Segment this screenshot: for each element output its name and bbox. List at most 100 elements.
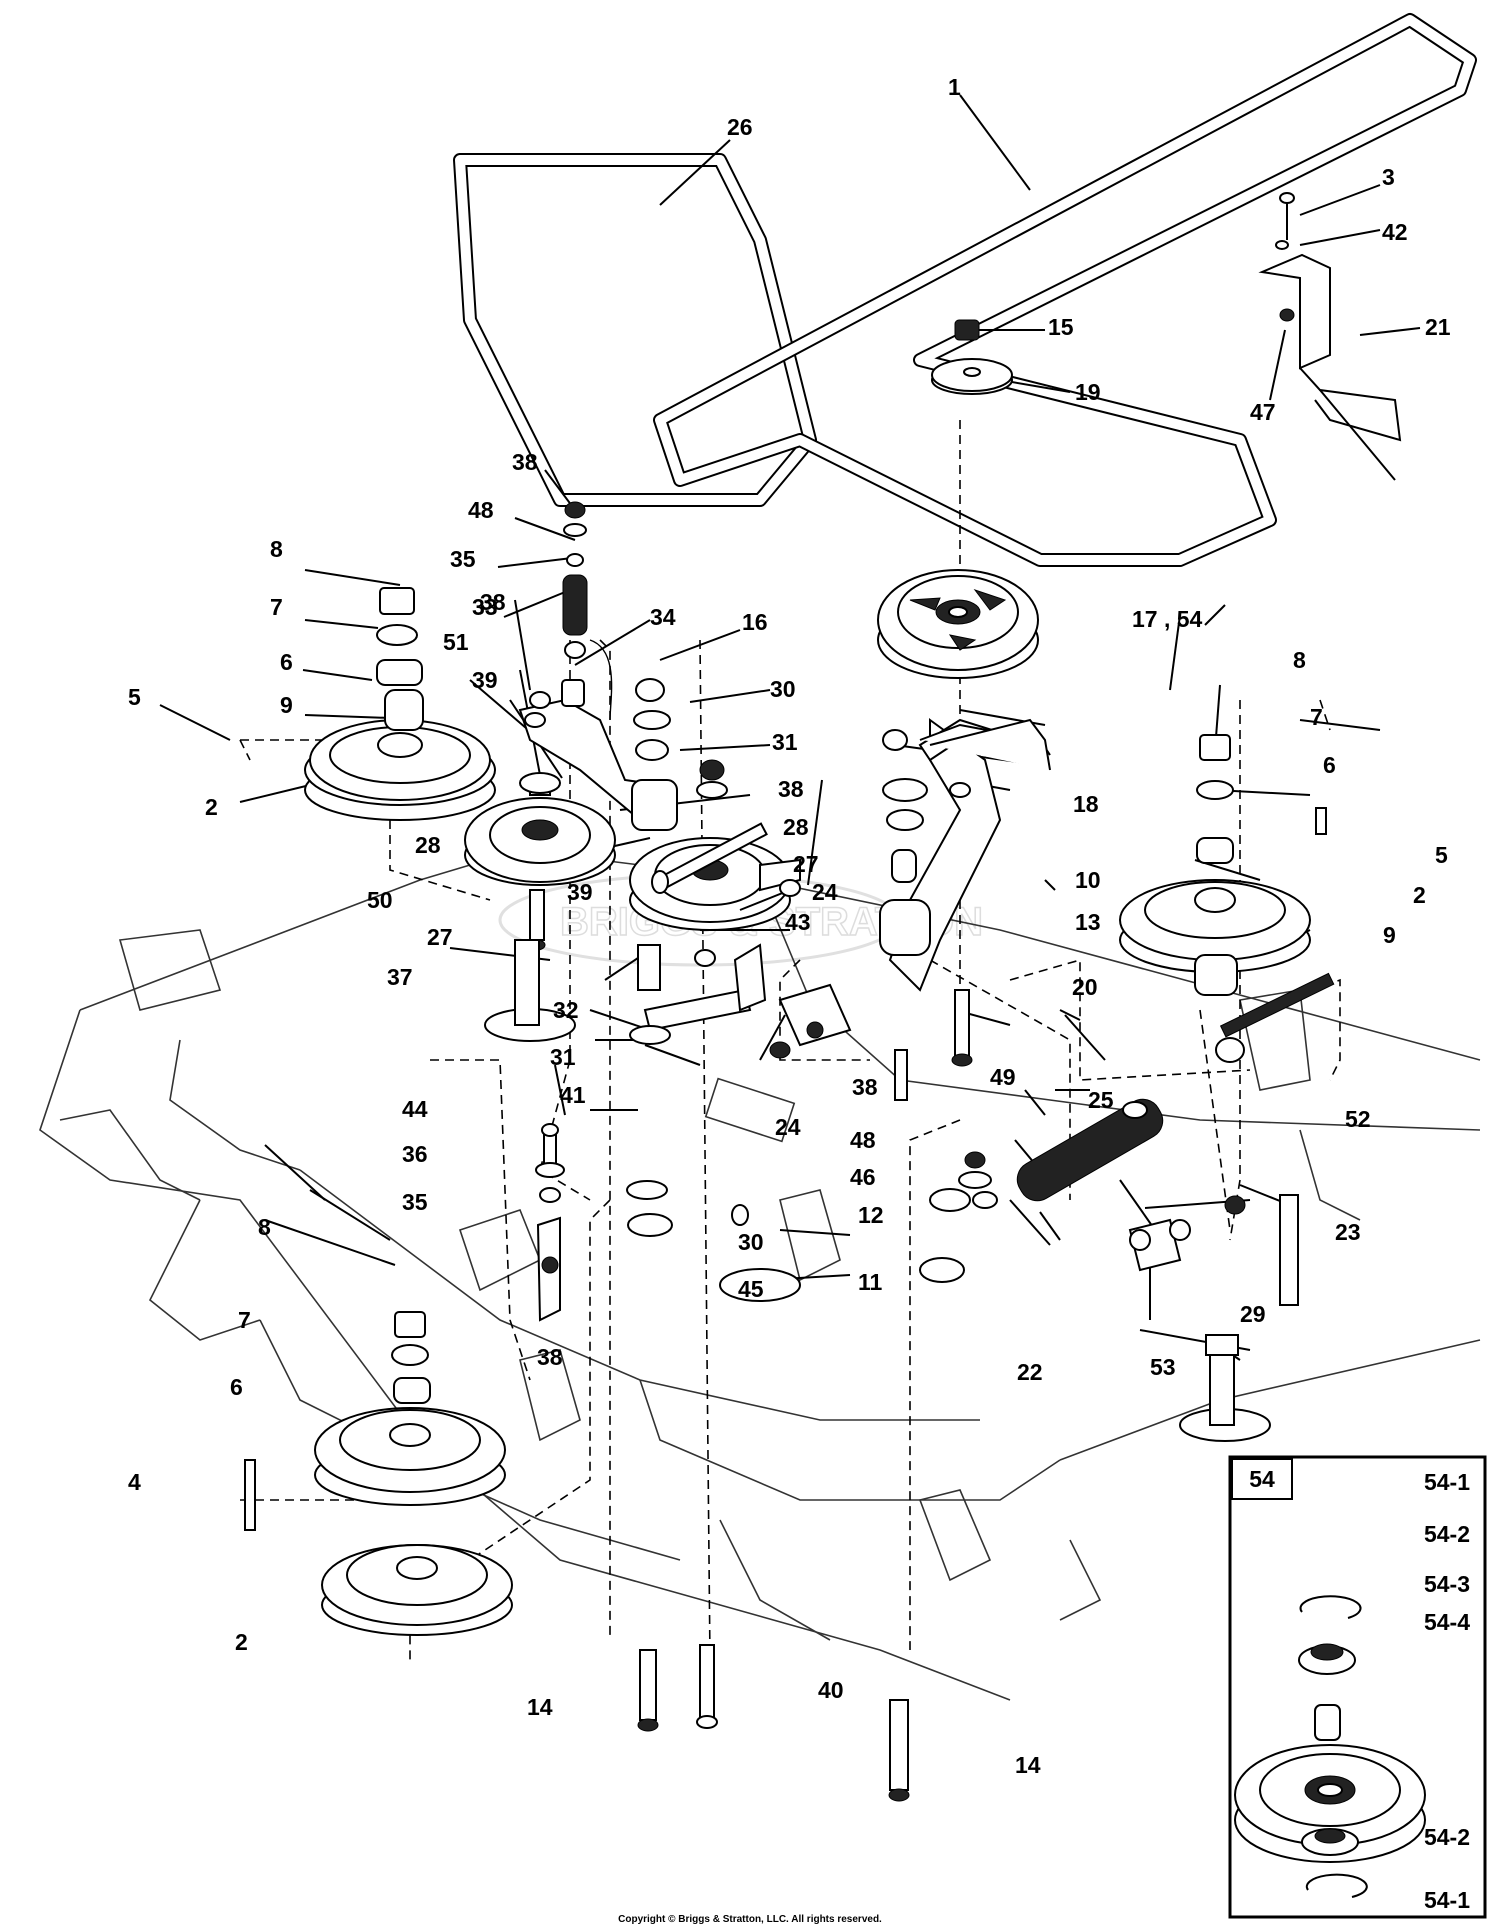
label-53: 53 [1150,1354,1176,1380]
label-16: 16 [742,609,768,635]
label-30-top: 30 [770,676,796,702]
label-34: 34 [650,604,676,630]
label-12: 12 [858,1202,884,1228]
label-35-top: 35 [450,546,476,572]
label-7-lower: 7 [238,1307,251,1333]
label-45: 45 [738,1276,764,1302]
label-18: 18 [1073,791,1099,817]
label-36: 36 [402,1141,428,1167]
label-24-top: 24 [812,879,838,905]
label-3: 3 [1382,164,1395,190]
label-40: 40 [818,1677,844,1703]
label-31-top: 31 [772,729,798,755]
inset-title: 54 [1249,1466,1275,1492]
idler-arm-right [629,678,801,931]
label-5-right: 5 [1435,842,1448,868]
hub-stack-left [376,587,424,731]
label-14-right: 14 [1015,1752,1041,1778]
label-38-right: 38 [778,776,804,802]
label-32: 32 [553,997,579,1023]
label-38-mid: 38 [480,589,506,615]
label-33: 33 [472,594,498,620]
label-38-lower: 38 [537,1344,563,1370]
label-11: 11 [858,1269,883,1295]
label-27-left: 27 [427,924,453,950]
label-43: 43 [785,909,811,935]
pulley-2-right [1119,734,1327,996]
label-28-right: 28 [783,814,809,840]
label-50: 50 [367,887,393,913]
label-28-left: 28 [415,832,441,858]
label-35-mid: 35 [402,1189,428,1215]
label-6-right: 6 [1323,752,1336,778]
label-54-1-bottom: 54-1 [1424,1887,1470,1913]
label-21: 21 [1425,314,1451,340]
bolt-43 [651,822,768,894]
pulleys-2-lower-left [244,1311,513,1636]
label-51: 51 [443,629,469,655]
label-7-left: 7 [270,594,283,620]
bracket-21 [1258,192,1402,481]
spring-33 [561,501,613,721]
pulley-17 [877,569,1039,679]
label-41: 41 [560,1082,586,1108]
label-24-mid: 24 [775,1114,801,1140]
part-labels: 1 26 3 42 21 15 19 47 38 48 35 33 8 7 34… [128,74,1470,1913]
label-1: 1 [948,74,961,100]
belt-1 [653,13,1477,567]
label-9-right: 9 [1383,922,1396,948]
label-38-center: 38 [852,1074,878,1100]
bracket-41 [629,943,767,1045]
label-54-1-top: 54-1 [1424,1469,1470,1495]
label-47: 47 [1250,399,1276,425]
label-2-lower: 2 [235,1629,248,1655]
label-48-top: 48 [468,497,494,523]
idler-arm-10 [879,718,1051,1067]
label-6-left: 6 [280,649,293,675]
bolts-14-40 [637,1644,910,1802]
label-25: 25 [1088,1087,1114,1113]
label-54-2-bottom: 54-2 [1424,1824,1470,1850]
label-8-right: 8 [1293,647,1306,673]
label-39-top: 39 [472,667,498,693]
label-14-left: 14 [527,1694,553,1720]
label-5-left: 5 [128,684,141,710]
copyright-text: Copyright © Briggs & Stratton, LLC. All … [618,1914,882,1925]
bracket-29 [1128,1194,1299,1306]
label-37: 37 [387,964,413,990]
label-46: 46 [850,1164,876,1190]
label-2-right: 2 [1413,882,1426,908]
leader-lines [159,94,1421,1899]
label-19: 19 [1075,379,1101,405]
label-26: 26 [727,114,753,140]
label-8-lower: 8 [258,1214,271,1240]
label-30-lower: 30 [738,1229,764,1255]
label-2-left: 2 [205,794,218,820]
washers-30-45 [626,1180,801,1302]
label-48-mid: 48 [850,1127,876,1153]
label-13: 13 [1075,909,1101,935]
label-17-54: 17 , 54 [1132,606,1203,632]
bracket-49-clips [769,983,908,1101]
belt-26 [453,153,817,507]
label-10: 10 [1075,867,1101,893]
label-20: 20 [1072,974,1098,1000]
label-22: 22 [1017,1359,1043,1385]
label-42: 42 [1382,219,1408,245]
label-54-4: 54-4 [1424,1609,1470,1635]
spring-22 [919,972,1335,1283]
label-9-left: 9 [280,692,293,718]
spindle-left [484,939,576,1042]
label-31-mid: 31 [550,1044,576,1070]
label-54-3: 54-3 [1424,1571,1470,1597]
hardware-44-36-35-38 [535,1123,565,1322]
idler-assembly-left [464,691,667,951]
inset-54: 54 [1228,1455,1487,1919]
pulley-19 [931,319,1013,395]
label-27-right: 27 [793,851,819,877]
label-49: 49 [990,1064,1016,1090]
spindle-right [1179,1334,1271,1442]
label-39-mid: 39 [567,879,593,905]
label-6-lower: 6 [230,1374,243,1400]
